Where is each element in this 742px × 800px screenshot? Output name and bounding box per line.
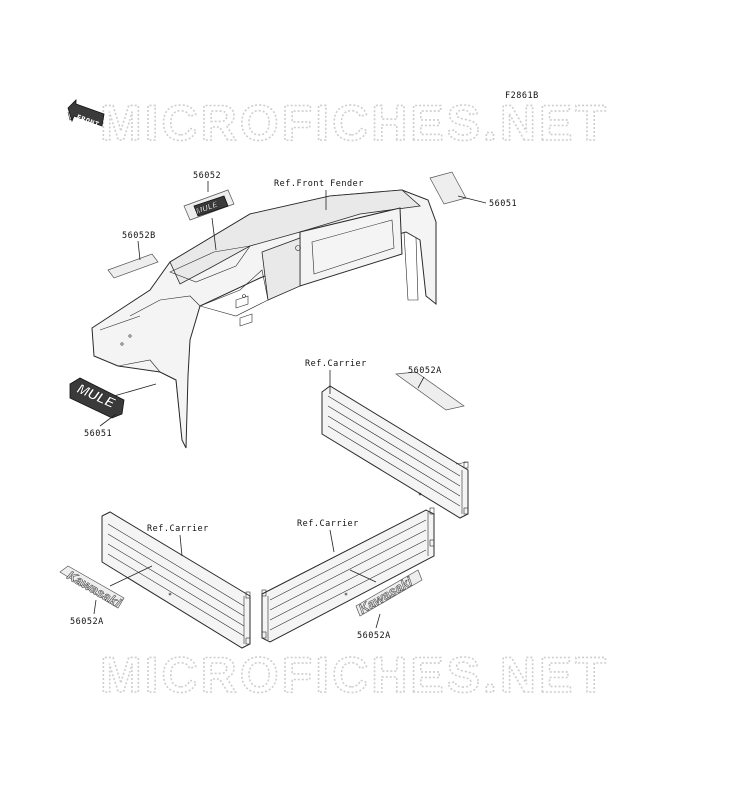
part-label-56052A-right: 56052A bbox=[357, 631, 391, 641]
leader-56052-b bbox=[211, 217, 217, 251]
decal-56052A-top bbox=[395, 371, 465, 411]
ref-front-fender: Ref.Front Fender bbox=[274, 179, 364, 189]
leader-kawasaki-right bbox=[349, 569, 377, 583]
front-arrow-icon: FRONT bbox=[67, 99, 105, 129]
watermark-bottom: MICROFICHES.NET bbox=[100, 647, 609, 703]
decal-mule: MULE bbox=[69, 377, 125, 419]
ref-carrier-left: Ref.Carrier bbox=[147, 524, 209, 534]
ref-carrier-right: Ref.Carrier bbox=[297, 519, 359, 529]
leader-56051-left bbox=[99, 413, 117, 427]
leader-ref-carrier-right bbox=[329, 529, 335, 553]
part-label-56051-left: 56051 bbox=[84, 429, 112, 439]
decal-56051-top bbox=[429, 171, 467, 205]
decal-56052: MULE bbox=[183, 189, 235, 221]
diagram-id: F2861B bbox=[505, 91, 539, 101]
decal-kawasaki-left: Kawasaki bbox=[59, 565, 125, 611]
leader-56052A-left bbox=[93, 599, 97, 615]
leader-mule-fender bbox=[113, 383, 157, 397]
part-label-56051-top: 56051 bbox=[489, 199, 517, 209]
part-label-56052A-top: 56052A bbox=[408, 366, 442, 376]
front-fender-illustration bbox=[91, 189, 437, 449]
leader-56052A-right bbox=[375, 613, 381, 629]
leader-56052B bbox=[137, 240, 141, 261]
leader-56052A-top bbox=[417, 376, 425, 389]
part-label-56052A-left: 56052A bbox=[70, 617, 104, 627]
carrier-panel-right bbox=[261, 507, 435, 643]
leader-kawasaki-left bbox=[109, 565, 153, 587]
ref-carrier-top: Ref.Carrier bbox=[305, 359, 367, 369]
leader-ref-carrier-left bbox=[179, 534, 183, 557]
watermark-top: MICROFICHES.NET bbox=[100, 95, 609, 151]
decal-56052B bbox=[107, 253, 159, 279]
decal-kawasaki-left-text: Kawasaki bbox=[65, 568, 124, 611]
carrier-panel-left bbox=[101, 511, 251, 649]
part-label-56052B: 56052B bbox=[122, 231, 156, 241]
part-label-56052: 56052 bbox=[193, 171, 221, 181]
leader-56051-top bbox=[457, 195, 487, 204]
